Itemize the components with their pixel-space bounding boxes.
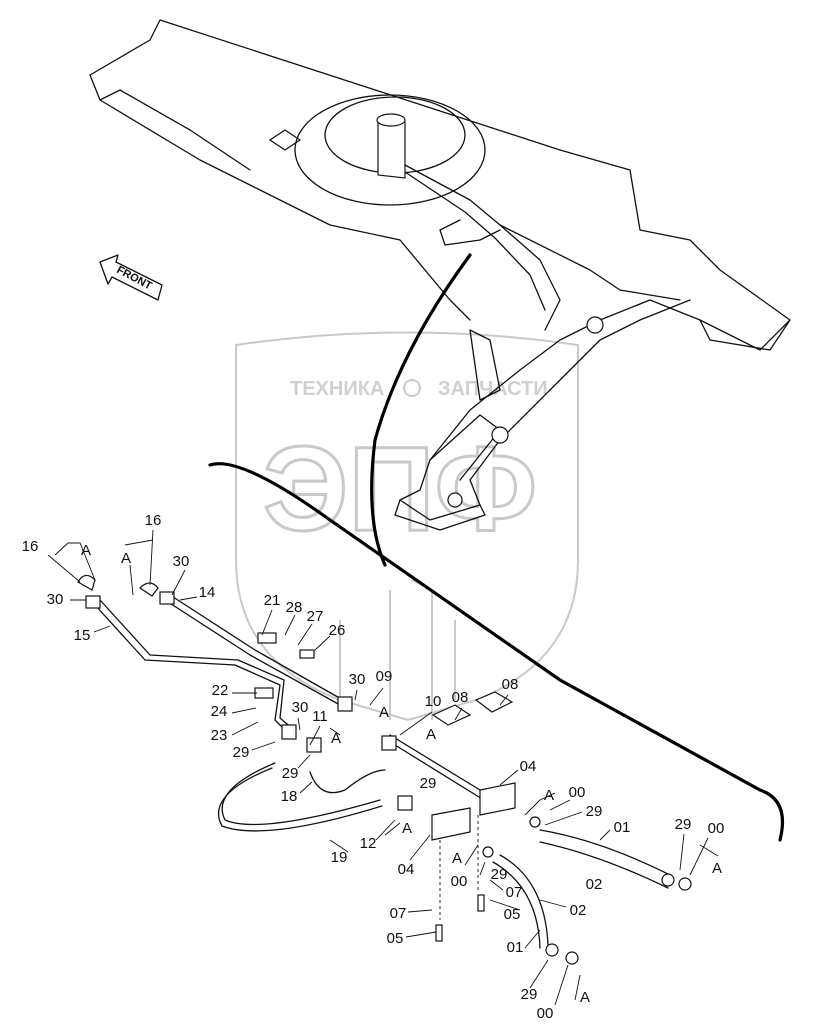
callout-label: 07 — [390, 905, 407, 922]
callout-label: 30 — [173, 553, 190, 570]
callout-label: 04 — [520, 758, 537, 775]
callout-label: A — [426, 726, 436, 743]
callout-label: 29 — [282, 765, 299, 782]
callout-label: A — [712, 860, 722, 877]
callout-label: 10 — [425, 693, 442, 710]
callout-labels: 16 A 30 15 16 A 30 14 21 28 27 26 22 24 … — [22, 512, 725, 1022]
callout-label: 09 — [376, 668, 393, 685]
callout-label: A — [580, 989, 590, 1006]
callout-label: 29 — [675, 816, 692, 833]
callout-label: 23 — [211, 727, 228, 744]
callout-label: 02 — [570, 902, 587, 919]
watermark: ТЕХНИКА ЗАПЧАСТИ ЭПФ — [235, 331, 579, 722]
callout-label: 21 — [264, 592, 281, 609]
section-boundary — [370, 253, 472, 567]
callout-label: A — [544, 787, 554, 804]
callout-label: 14 — [199, 584, 216, 601]
callout-label: 16 — [145, 512, 162, 529]
callout-label: 00 — [451, 873, 468, 890]
callout-label: 12 — [360, 835, 377, 852]
callout-leaders — [47, 529, 719, 1006]
callout-label: 22 — [212, 682, 229, 699]
callout-label: 29 — [491, 866, 508, 883]
pipes-and-hoses — [77, 574, 671, 949]
callout-label: 30 — [292, 699, 309, 716]
callout-label: 27 — [307, 608, 324, 625]
callout-label: 18 — [281, 788, 298, 805]
callout-label: A — [331, 730, 341, 747]
callout-label: 30 — [47, 591, 64, 608]
callout-label: 29 — [586, 803, 603, 820]
callout-label: 26 — [329, 622, 346, 639]
callout-label: 16 — [22, 538, 39, 555]
callout-label: 00 — [569, 784, 586, 801]
callout-label: 11 — [312, 708, 328, 725]
callout-label: 29 — [420, 775, 437, 792]
callout-label: 15 — [74, 627, 91, 644]
callout-label: A — [121, 550, 131, 567]
callout-label: 07 — [506, 884, 523, 901]
callout-label: 05 — [387, 930, 404, 947]
callout-label: A — [81, 542, 91, 559]
callout-label: A — [379, 704, 389, 721]
callout-label: 05 — [504, 906, 521, 923]
callout-label: 19 — [331, 849, 348, 866]
callout-label: 00 — [537, 1005, 554, 1022]
callout-label: 02 — [586, 876, 603, 893]
watermark-logo: ЭПФ — [263, 422, 537, 556]
callout-label: A — [452, 850, 462, 867]
callout-label: 29 — [233, 744, 250, 761]
machine-frame — [89, 19, 791, 531]
front-arrow: FRONT — [99, 254, 163, 301]
callout-label: A — [402, 820, 412, 837]
watermark-text-right: ЗАПЧАСТИ — [438, 378, 548, 400]
section-boundary — [208, 462, 785, 842]
callout-label: 04 — [398, 861, 415, 878]
callout-label: 01 — [614, 819, 631, 836]
callout-label: 08 — [502, 676, 519, 693]
watermark-text-left: ТЕХНИКА — [290, 378, 384, 400]
callout-label: 30 — [349, 671, 366, 688]
callout-label: 24 — [211, 703, 228, 720]
callout-label: 08 — [452, 689, 469, 706]
valve-blocks — [431, 691, 692, 965]
callout-label: 28 — [286, 599, 303, 616]
callout-label: 01 — [507, 939, 524, 956]
callout-label: 00 — [708, 820, 725, 837]
callout-label: 29 — [521, 986, 538, 1003]
gear-icon — [403, 379, 421, 397]
